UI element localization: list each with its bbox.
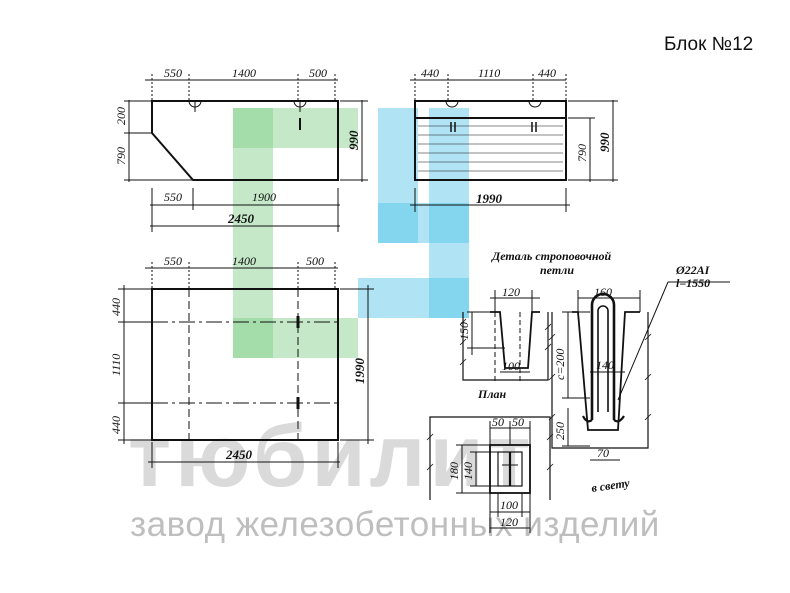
dim-side-200: 200	[114, 107, 128, 125]
watermark-brand: тюбилит	[128, 406, 535, 505]
dim-end-990: 990	[597, 132, 612, 152]
dim-pd-180: 180	[447, 462, 461, 480]
side-view	[124, 74, 368, 232]
dim-plan-1990: 1990	[352, 358, 367, 385]
dim-end-440a: 440	[421, 66, 439, 80]
dim-end-440b: 440	[538, 66, 556, 80]
watermark-tagline: завод железобетонных изделий	[130, 505, 660, 544]
dim-pd-50a: 50	[492, 415, 504, 429]
dim-side-1400: 1400	[232, 66, 256, 80]
caption-detail-line2: петли	[540, 263, 574, 277]
dim-pd-50b: 50	[512, 415, 524, 429]
dim-sec2-250: 250	[553, 422, 567, 440]
dim-plan-1110: 1110	[109, 354, 123, 376]
hatch-accents	[426, 318, 652, 471]
detail-plan	[429, 416, 551, 533]
dim-plan-2450: 2450	[225, 447, 253, 462]
dim-end-790: 790	[575, 144, 589, 162]
dim-side-790: 790	[114, 147, 128, 165]
caption-detail-line1: Деталь строповочной	[491, 249, 612, 263]
dim-plan-550: 550	[164, 254, 182, 268]
dim-sec2-c200: c=200	[553, 349, 567, 380]
dim-side-b-1900: 1900	[252, 190, 276, 204]
dim-pd-140: 140	[461, 462, 475, 480]
dim-sec2-140: 140	[596, 358, 614, 372]
dim-plan-500: 500	[306, 254, 324, 268]
dim-end-1990: 1990	[476, 191, 503, 206]
labels: 550 1400 500 200 790 990 550 1900 2450 4…	[109, 66, 711, 529]
plan-view	[118, 262, 374, 468]
dim-sec2-160: 160	[594, 285, 612, 299]
dim-pd-100: 100	[500, 498, 518, 512]
dim-end-1110: 1110	[478, 66, 500, 80]
caption-plan: План	[477, 387, 506, 401]
detail-section-1	[462, 290, 549, 382]
watermark-logo	[233, 108, 469, 358]
dim-sec1-100: 100	[502, 359, 520, 373]
dim-plan-1400: 1400	[232, 254, 256, 268]
end-view	[410, 74, 618, 212]
dim-side-b-550: 550	[164, 190, 182, 204]
dim-sec1-120: 120	[502, 285, 520, 299]
dim-side-2450: 2450	[227, 211, 255, 226]
dim-plan-440b: 440	[109, 416, 123, 434]
dim-side-500: 500	[309, 66, 327, 80]
dim-side-550: 550	[164, 66, 182, 80]
dim-side-990: 990	[346, 130, 361, 150]
rebar-diameter: Ø22AI	[675, 263, 711, 277]
detail-section-2	[551, 281, 730, 461]
dim-pd-120: 120	[500, 515, 518, 529]
dim-plan-440a: 440	[109, 298, 123, 316]
dim-sec1-150: 150	[457, 322, 471, 340]
caption-clear: в свету	[590, 476, 631, 495]
dim-sec2-70: 70	[597, 446, 609, 460]
rebar-length: l=1550	[676, 276, 710, 290]
page-title: Блок №12	[664, 34, 754, 55]
